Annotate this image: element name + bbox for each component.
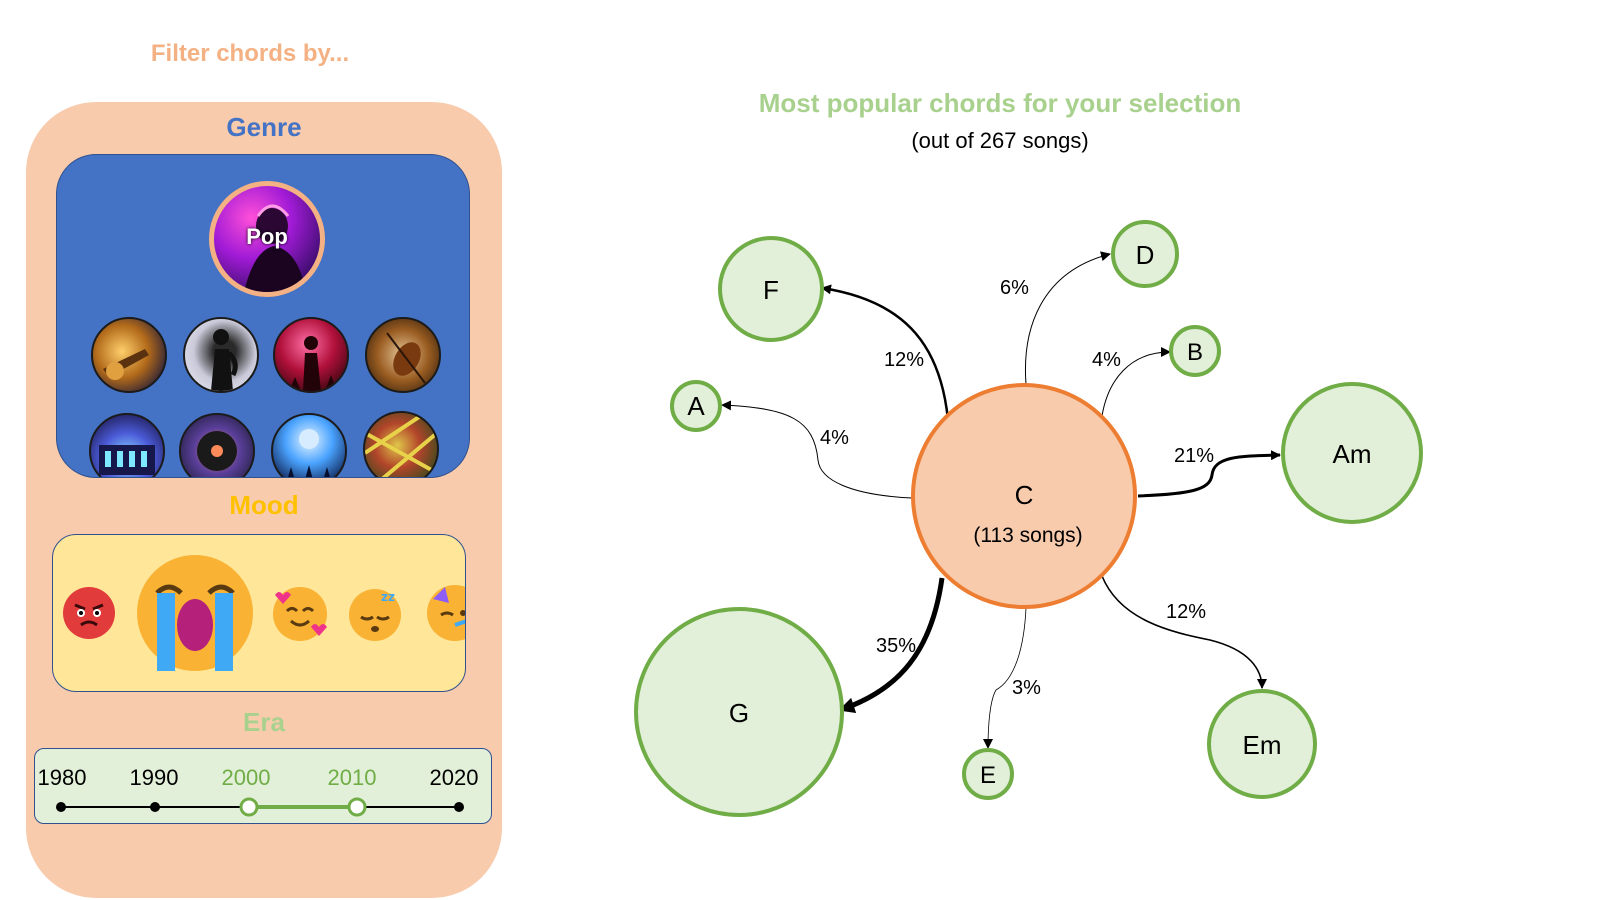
edge-c-to-g bbox=[838, 577, 945, 714]
pct-f: 12% bbox=[884, 349, 924, 371]
genre-jazz-button[interactable] bbox=[183, 317, 259, 393]
genre-classical-button[interactable] bbox=[365, 317, 441, 393]
rock-guitar-icon bbox=[103, 349, 149, 380]
edge-c-to-d bbox=[1024, 251, 1111, 385]
era-handle-end[interactable] bbox=[347, 797, 367, 817]
node-a[interactable]: A bbox=[670, 380, 722, 432]
era-tick-2020 bbox=[454, 802, 464, 812]
pct-e: 3% bbox=[1012, 677, 1041, 699]
node-f[interactable]: F bbox=[718, 236, 824, 342]
node-c[interactable]: C (113 songs) bbox=[911, 383, 1137, 609]
angry-face-icon bbox=[74, 603, 104, 627]
node-c-songs: (113 songs) bbox=[973, 524, 1082, 547]
edge-c-to-a bbox=[721, 400, 913, 499]
era-tick-1990 bbox=[150, 802, 160, 812]
mood-sad-button[interactable] bbox=[137, 555, 253, 671]
node-b-label: B bbox=[1187, 339, 1203, 366]
node-f-label: F bbox=[763, 275, 779, 305]
retro-vinyl-icon bbox=[197, 431, 237, 471]
node-g[interactable]: G bbox=[634, 607, 844, 817]
node-e[interactable]: E bbox=[962, 748, 1014, 800]
classical-violin-icon bbox=[386, 332, 426, 384]
era-label-1990: 1990 bbox=[129, 765, 179, 790]
genre-pop-label: Pop bbox=[246, 224, 288, 249]
mood-title: Mood bbox=[229, 490, 299, 520]
sleeping-face-icon: zz bbox=[360, 590, 395, 632]
pct-a: 4% bbox=[820, 427, 849, 449]
smiling-face-with-hearts-icon bbox=[275, 592, 327, 636]
era-label-1980: 1980 bbox=[37, 765, 87, 790]
filter-heading: Filter chords by... bbox=[150, 40, 350, 67]
mood-angry-button[interactable] bbox=[63, 587, 115, 639]
genre-electronic-button[interactable] bbox=[89, 413, 165, 477]
node-em-label: Em bbox=[1243, 730, 1282, 760]
node-c-label: C bbox=[1015, 480, 1034, 510]
diagram-title: Most popular chords for your selection bbox=[758, 88, 1242, 118]
pct-g: 35% bbox=[876, 635, 916, 657]
partying-face-icon bbox=[433, 587, 465, 627]
jazz-saxophone-icon bbox=[211, 329, 238, 391]
edge-c-to-b bbox=[1101, 347, 1171, 417]
edge-c-to-f bbox=[821, 284, 950, 421]
era-label-2010: 2010 bbox=[327, 765, 377, 790]
genre-disco-button[interactable] bbox=[271, 413, 347, 477]
node-em[interactable]: Em bbox=[1207, 689, 1317, 799]
node-d-label: D bbox=[1136, 240, 1155, 270]
node-e-label: E bbox=[980, 762, 996, 789]
pct-b: 4% bbox=[1092, 349, 1121, 371]
concert-performer-icon bbox=[289, 336, 337, 391]
node-g-label: G bbox=[729, 698, 749, 728]
pct-am: 21% bbox=[1174, 445, 1214, 467]
era-slider: 1980 1990 2000 2010 2020 bbox=[34, 748, 492, 824]
electronic-dj-icon bbox=[99, 445, 155, 475]
era-track bbox=[56, 797, 464, 817]
pct-em: 12% bbox=[1166, 601, 1206, 623]
genre-folk-button[interactable] bbox=[363, 411, 439, 477]
edge-c-to-em bbox=[1101, 575, 1267, 689]
edge-c-to-am bbox=[1137, 450, 1281, 498]
era-label-2000: 2000 bbox=[221, 765, 271, 790]
pct-d: 6% bbox=[1000, 277, 1029, 299]
edge-c-to-e bbox=[983, 607, 1027, 749]
genre-concert-button[interactable] bbox=[273, 317, 349, 393]
genre-pop-selected[interactable]: Pop bbox=[209, 181, 325, 297]
mood-sleepy-button[interactable]: zz bbox=[349, 589, 401, 641]
disco-ball-icon bbox=[288, 429, 330, 477]
node-am-label: Am bbox=[1333, 439, 1372, 469]
mood-love-button[interactable] bbox=[273, 587, 327, 641]
mood-selector: zz bbox=[52, 534, 466, 692]
era-label-2020: 2020 bbox=[429, 765, 479, 790]
node-a-label: A bbox=[687, 391, 705, 421]
mood-party-button[interactable] bbox=[427, 585, 465, 641]
node-am[interactable]: Am bbox=[1281, 382, 1423, 524]
filter-panel: Genre Pop bbox=[26, 102, 502, 898]
genre-title: Genre bbox=[226, 112, 302, 142]
svg-text:zz: zz bbox=[381, 590, 395, 604]
era-tick-1980 bbox=[56, 802, 66, 812]
era-handle-start[interactable] bbox=[239, 797, 259, 817]
folk-pattern-icon bbox=[365, 413, 437, 477]
genre-selector: Pop bbox=[56, 154, 470, 478]
node-b[interactable]: B bbox=[1169, 325, 1221, 377]
crying-face-icon bbox=[155, 584, 235, 671]
pop-singer-icon bbox=[244, 204, 306, 292]
genre-retro-button[interactable] bbox=[179, 413, 255, 477]
genre-rock-button[interactable] bbox=[91, 317, 167, 393]
node-d[interactable]: D bbox=[1111, 220, 1179, 288]
era-title: Era bbox=[243, 707, 285, 737]
diagram-subtitle: (out of 267 songs) bbox=[911, 128, 1089, 153]
